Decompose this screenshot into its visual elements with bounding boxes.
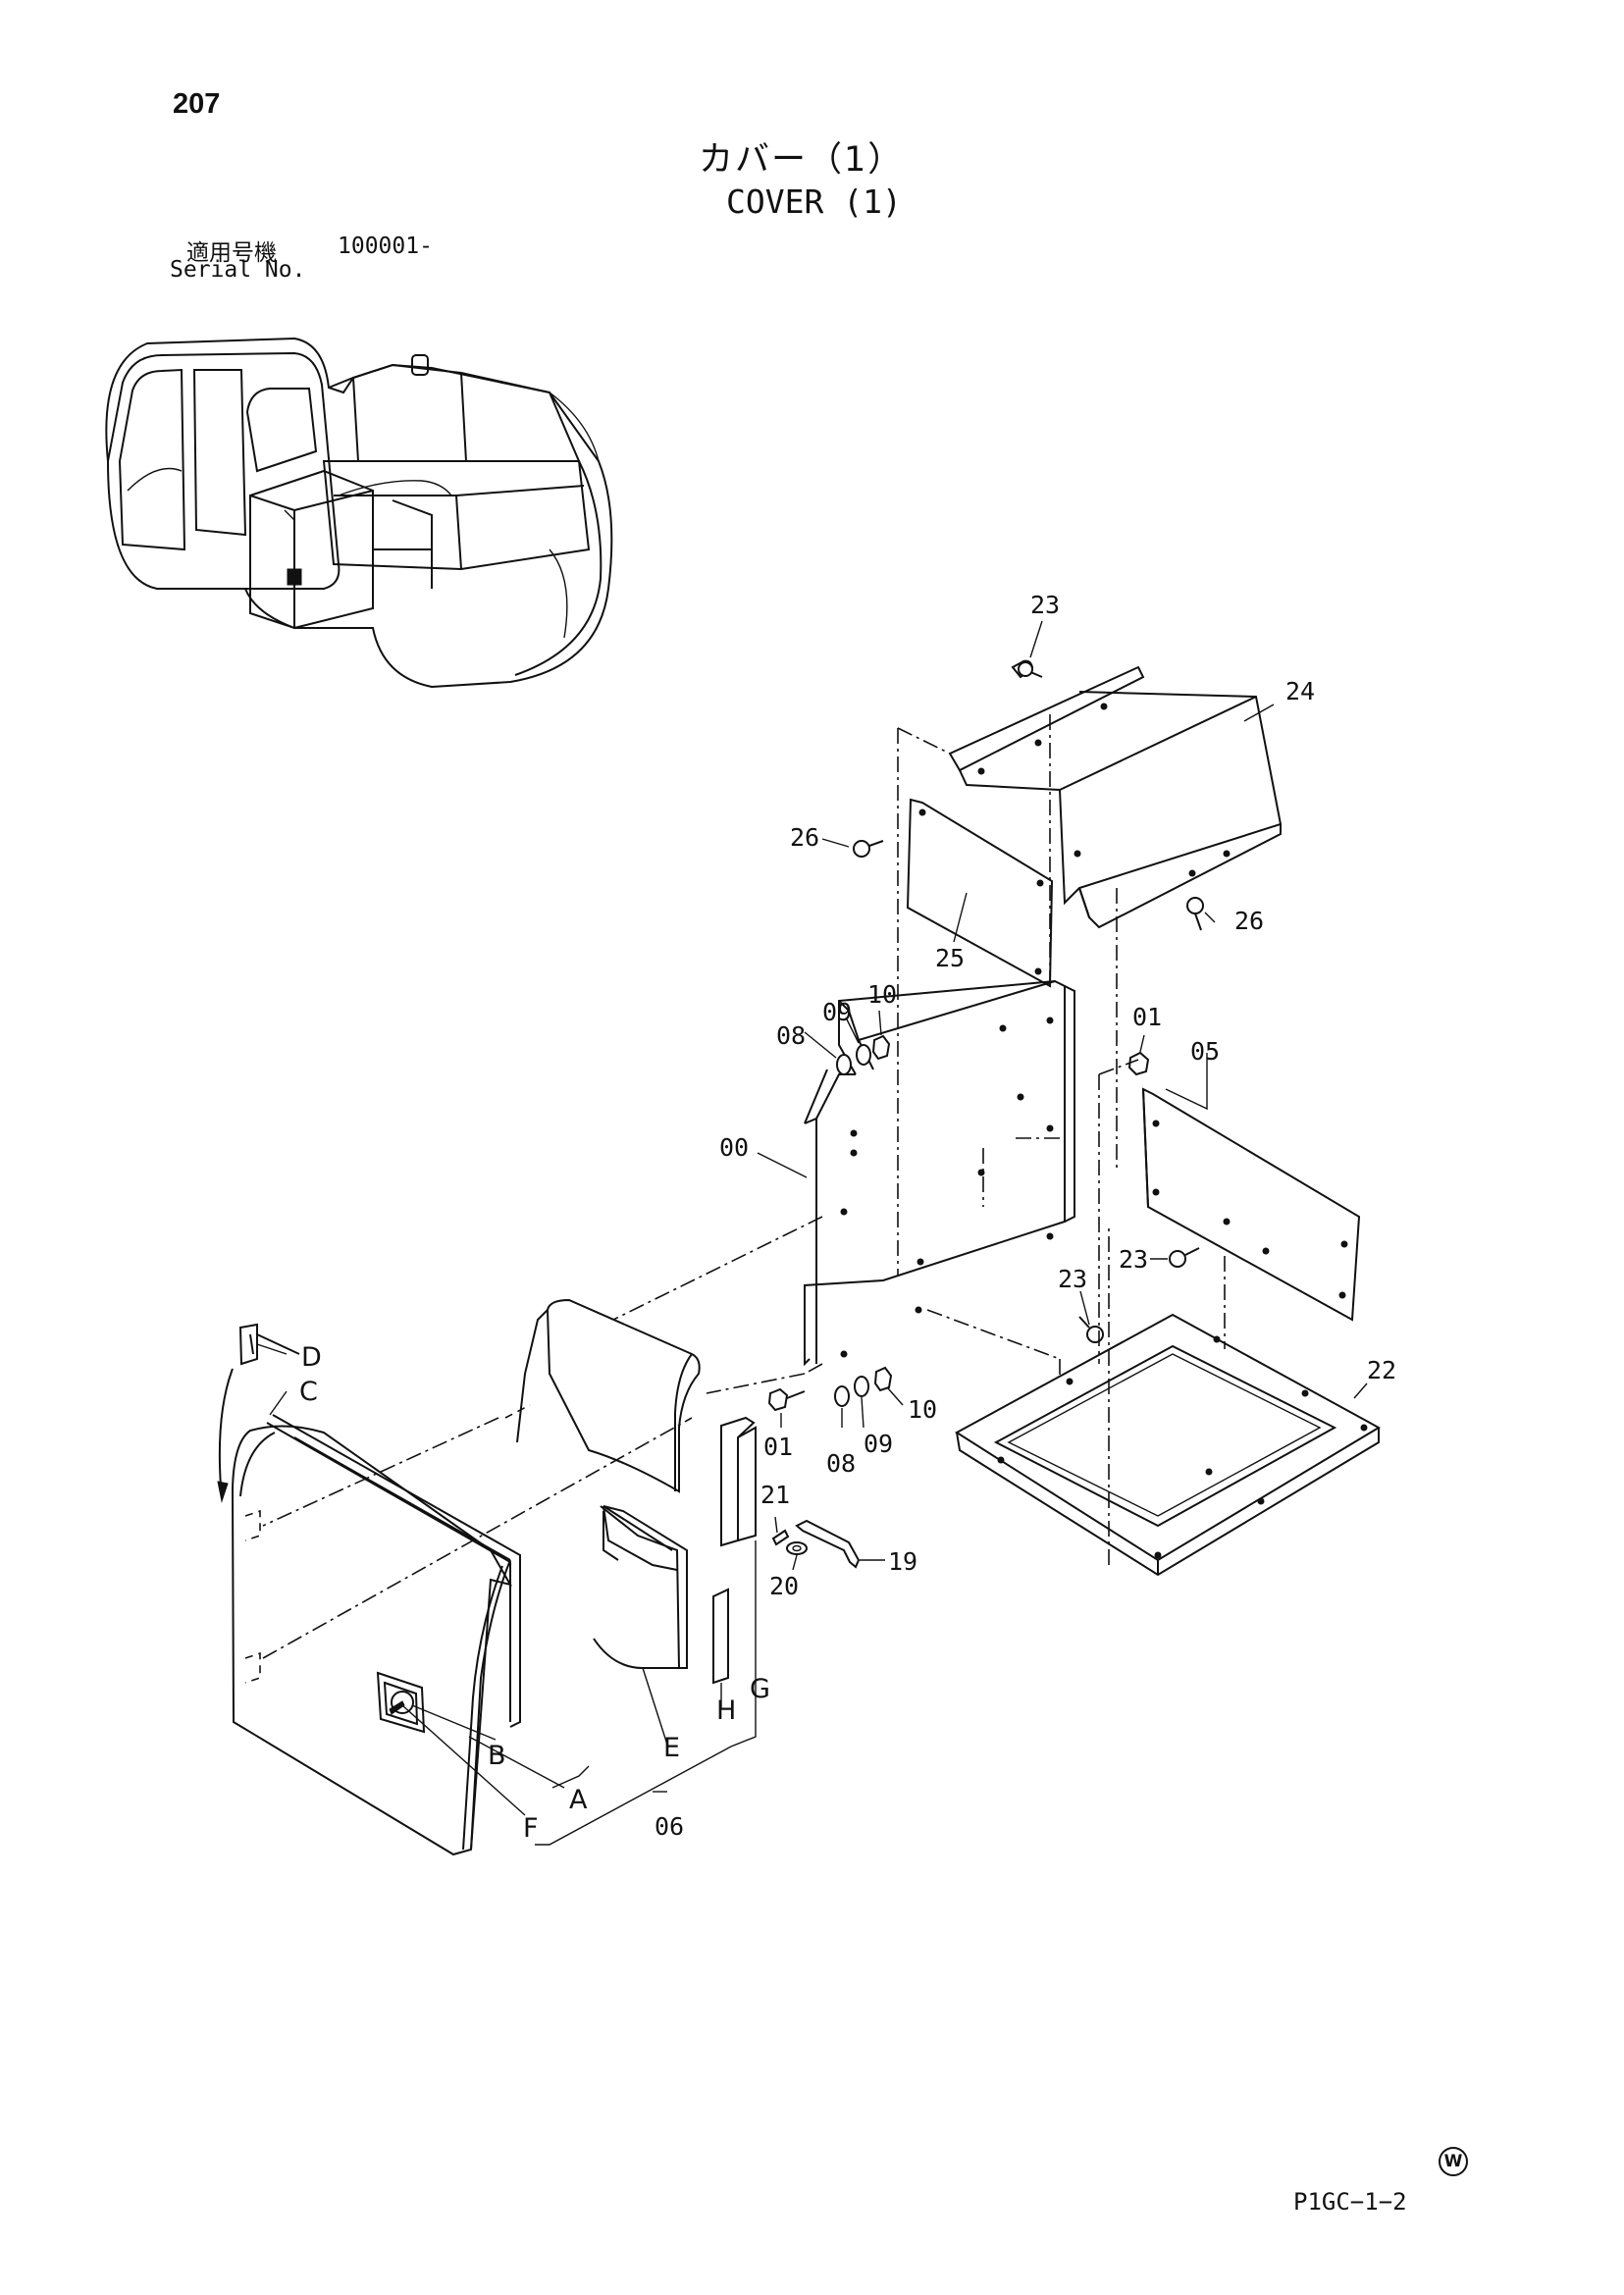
side-panel-piece-E [516, 1298, 701, 1669]
washer-20 [786, 1541, 808, 1555]
callout-21: 21 [760, 1481, 790, 1509]
bottom-tray-22 [955, 1313, 1382, 1577]
bolt-23-top [1011, 659, 1043, 679]
drawing-code: P1GC−1−2 [1293, 2188, 1407, 2216]
label-A: A [569, 1785, 588, 1815]
bolt-01-top [1127, 1051, 1150, 1076]
seal-strip-G [720, 1416, 757, 1547]
callout-05: 05 [1190, 1037, 1220, 1066]
callout-25: 25 [935, 944, 965, 972]
side-plate-05 [1141, 1087, 1361, 1322]
label-C: C [299, 1377, 318, 1407]
insulation-pad-E-inner [602, 1505, 688, 1669]
callout-24: 24 [1285, 677, 1315, 705]
seal-strip-C [266, 1414, 521, 1728]
bolt-26-right [1186, 897, 1204, 931]
callout-23: 23 [1119, 1245, 1148, 1274]
callout-00: 00 [719, 1133, 749, 1162]
callout-09: 09 [864, 1430, 893, 1458]
bolt-01-bottom [767, 1387, 806, 1412]
callout-23: 23 [1058, 1265, 1087, 1293]
title-japanese: カバー（1） [699, 140, 905, 180]
washer-08-top [836, 1054, 852, 1075]
serial-label-english: Serial No. [170, 257, 306, 283]
label-H: H [716, 1695, 736, 1726]
leader-lines [256, 620, 1368, 1846]
hinge-part-D [217, 1323, 300, 1503]
title-english: COVER (1) [726, 183, 902, 221]
callout-26: 26 [790, 823, 819, 852]
callout-19: 19 [888, 1547, 917, 1576]
nut-10-bottom [873, 1366, 893, 1392]
callout-01: 01 [1132, 1003, 1162, 1031]
nut-10-top [871, 1034, 891, 1061]
label-E: E [663, 1733, 680, 1763]
serial-number-value: 100001- [338, 234, 433, 259]
callout-09: 09 [822, 998, 852, 1026]
callout-01: 01 [763, 1433, 793, 1461]
page-number: 207 [173, 88, 221, 120]
bolt-26-left [853, 840, 884, 858]
bracket-plate-25 [906, 798, 1054, 988]
excavator-overview-illustration [105, 337, 613, 689]
callout-08: 08 [826, 1449, 856, 1478]
manufacturer-mark-icon: W [1439, 2147, 1468, 2176]
callout-22: 22 [1367, 1356, 1396, 1384]
callout-10: 10 [908, 1395, 937, 1424]
callout-23: 23 [1030, 591, 1060, 619]
label-B: B [488, 1741, 506, 1771]
callout-26: 26 [1234, 907, 1264, 935]
callout-06: 06 [655, 1812, 684, 1841]
label-F: F [523, 1813, 539, 1844]
assembly-reference-lines [262, 714, 1226, 1659]
callout-08: 08 [776, 1021, 806, 1050]
seal-strip-H [712, 1588, 729, 1685]
door-panel-06 [231, 1425, 513, 1856]
label-D: D [301, 1342, 322, 1373]
washer-09-top [856, 1044, 871, 1066]
serial-label-japanese: 適用号機 [186, 240, 277, 266]
stay-rod-19 [795, 1519, 861, 1569]
main-frame-00 [804, 979, 1075, 1367]
callout-10: 10 [867, 980, 897, 1009]
top-cover-box-24 [948, 665, 1283, 929]
bolt-23-side [1169, 1247, 1200, 1268]
label-G: G [750, 1674, 770, 1704]
pin-21 [771, 1529, 790, 1546]
washer-09-bottom [854, 1376, 869, 1397]
washer-08-bottom [834, 1385, 850, 1407]
callout-20: 20 [769, 1572, 799, 1600]
